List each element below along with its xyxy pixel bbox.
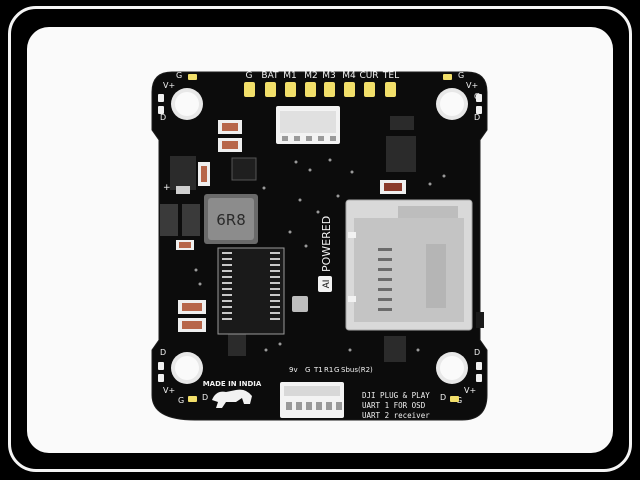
svg-text:Sbus(R2): Sbus(R2)	[341, 366, 373, 374]
pin-label-m3: M3	[322, 71, 336, 81]
svg-text:AI: AI	[322, 280, 332, 289]
plus-marker: +	[163, 183, 171, 193]
top-jst-connector	[276, 106, 340, 144]
mounting-holes	[171, 88, 468, 384]
svg-text:R1: R1	[324, 366, 333, 374]
pin-label-m4: M4	[342, 71, 356, 81]
svg-text:G: G	[458, 71, 464, 80]
bottom-d-label: D	[202, 393, 208, 402]
svg-text:V+: V+	[466, 81, 478, 90]
svg-text:G: G	[176, 71, 182, 80]
svg-text:D: D	[160, 113, 166, 122]
svg-text:V+: V+	[163, 386, 175, 395]
svg-text:MADE IN INDIA: MADE IN INDIA	[203, 380, 262, 388]
top-pin-header: G BAT M1 M2 M3 M4 CUR TEL	[244, 71, 399, 97]
pin-label-m1: M1	[283, 71, 297, 81]
svg-text:UART 1 FOR OSD: UART 1 FOR OSD	[362, 401, 426, 410]
svg-text:D: D	[474, 348, 480, 357]
svg-text:6R8: 6R8	[216, 211, 246, 229]
bottom-d-label-right: D	[440, 393, 446, 402]
svg-text:V+: V+	[464, 386, 476, 395]
svg-text:V+: V+	[163, 81, 175, 90]
svg-text:D: D	[160, 348, 166, 357]
pin-label-m2: M2	[304, 71, 318, 81]
svg-text:G: G	[305, 366, 310, 374]
svg-text:D: D	[474, 113, 480, 122]
svg-text:T1: T1	[313, 366, 323, 374]
main-chip	[217, 247, 285, 335]
smd-components: +	[160, 116, 416, 362]
bottom-jst-connector	[280, 382, 344, 418]
vias	[194, 158, 446, 352]
made-in-india-logo: MADE IN INDIA	[203, 380, 262, 408]
svg-text:G: G	[178, 396, 184, 405]
svg-text:G: G	[334, 366, 339, 374]
pin-label-tel: TEL	[382, 71, 399, 81]
edge-notch	[476, 312, 484, 328]
svg-text:DJI PLUG & PLAY: DJI PLUG & PLAY	[362, 391, 430, 400]
svg-text:G: G	[456, 396, 462, 405]
svg-text:UART 2 receiver: UART 2 receiver	[362, 411, 430, 420]
svg-text:9v: 9v	[289, 366, 298, 374]
ai-powered-badge: AI POWERED	[318, 216, 333, 292]
pin-label-bat: BAT	[261, 71, 279, 81]
led-pads	[158, 74, 482, 402]
pin-label-cur: CUR	[359, 71, 378, 81]
bottom-pin-labels: 9v G T1 R1 G Sbus(R2)	[289, 366, 373, 374]
inductor-6r8: 6R8	[204, 194, 258, 244]
dji-notes: DJI PLUG & PLAY UART 1 FOR OSD UART 2 re…	[362, 391, 430, 420]
svg-text:POWERED: POWERED	[320, 216, 333, 272]
pin-label-g: G	[246, 71, 253, 81]
lion-icon	[212, 389, 252, 408]
sd-card-slot	[345, 199, 473, 331]
